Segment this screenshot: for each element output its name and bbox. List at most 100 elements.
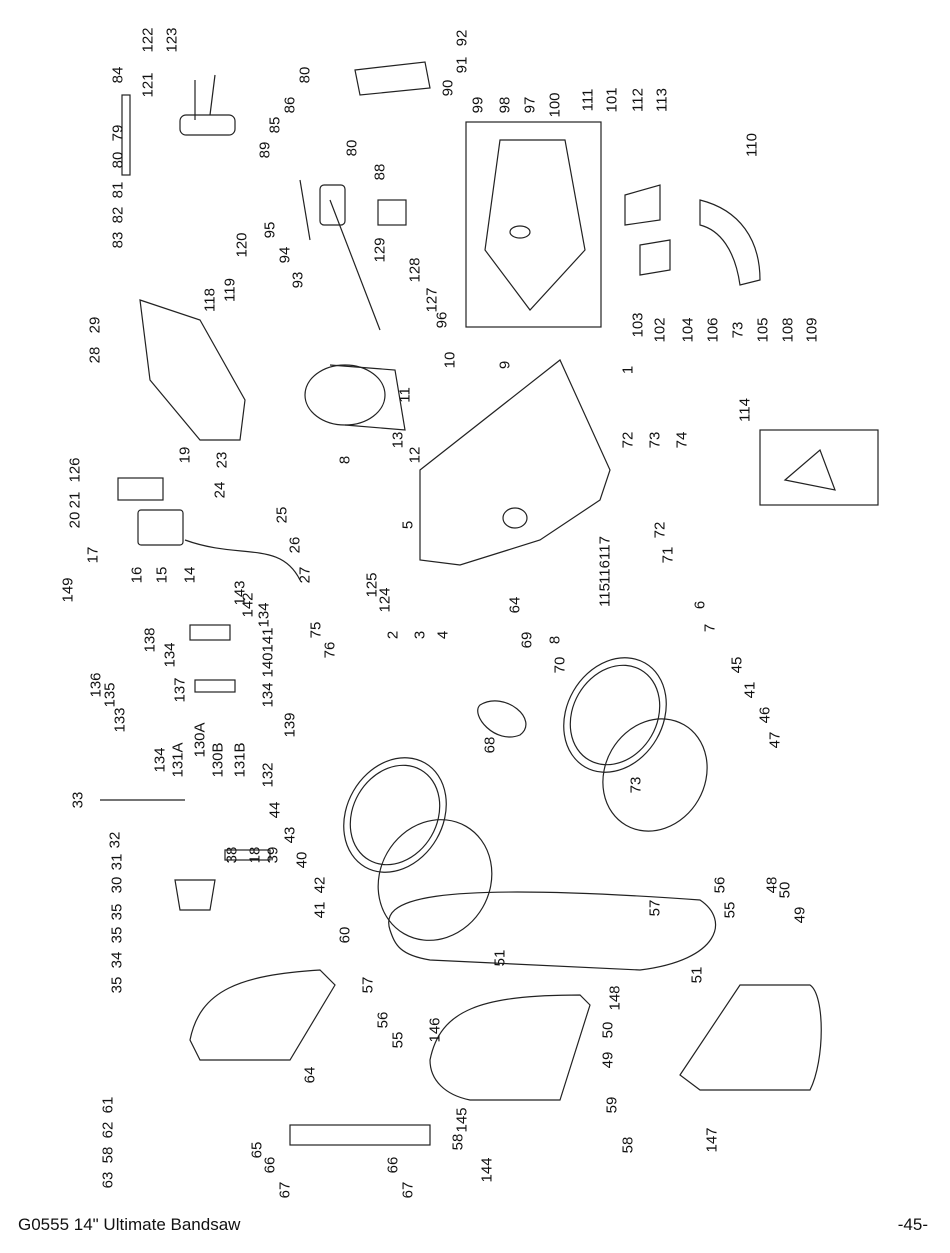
part-callout-6: 6 — [691, 600, 709, 610]
part-callout-50: 50 — [599, 1021, 617, 1039]
part-callout-118: 118 — [201, 288, 219, 312]
part-callout-111: 111 — [579, 88, 597, 112]
part-callout-66: 66 — [261, 1156, 279, 1174]
part-callout-35: 35 — [108, 976, 126, 994]
part-callout-51: 51 — [688, 966, 706, 984]
part-callout-123: 123 — [163, 27, 181, 53]
part-callout-44: 44 — [266, 801, 284, 819]
part-callout-18: 18 — [246, 846, 264, 864]
upper-guide-assembly — [121, 74, 407, 331]
part-callout-66: 66 — [384, 1156, 402, 1174]
part-callout-83: 83 — [109, 231, 127, 249]
part-callout-41: 41 — [741, 681, 759, 699]
part-callout-99: 99 — [469, 96, 487, 114]
part-callout-135: 135 — [101, 682, 119, 708]
part-callout-112: 112 — [629, 88, 647, 112]
part-callout-80: 80 — [296, 66, 314, 84]
part-callout-114: 114 — [736, 398, 754, 422]
part-callout-115: 115 — [596, 583, 614, 607]
part-callout-120: 120 — [233, 232, 251, 258]
part-callout-51: 51 — [491, 949, 509, 967]
part-callout-46: 46 — [756, 706, 774, 724]
part-callout-146: 146 — [426, 1017, 444, 1043]
part-callout-14: 14 — [181, 566, 199, 584]
part-callout-50: 50 — [776, 881, 794, 899]
part-callout-29: 29 — [86, 316, 104, 334]
part-callout-131B: 131B — [231, 742, 249, 778]
part-callout-134: 134 — [259, 682, 277, 708]
part-callout-110: 110 — [743, 133, 761, 157]
part-callout-68: 68 — [481, 736, 499, 754]
blade-guard-90 — [354, 61, 431, 96]
part-callout-141: 141 — [259, 627, 277, 653]
part-callout-137: 137 — [171, 677, 189, 703]
wheels — [343, 657, 708, 941]
part-callout-39: 39 — [264, 846, 282, 864]
part-callout-58: 58 — [99, 1146, 117, 1164]
part-callout-149: 149 — [59, 577, 77, 603]
part-callout-35: 35 — [108, 926, 126, 944]
part-callout-55: 55 — [389, 1031, 407, 1049]
part-callout-142: 142 — [239, 592, 257, 618]
page-number: -45- — [897, 1215, 928, 1234]
part-callout-55: 55 — [721, 901, 739, 919]
part-callout-140: 140 — [259, 652, 277, 678]
part-callout-91: 91 — [453, 56, 471, 74]
part-callout-128: 128 — [406, 257, 424, 283]
part-callout-130B: 130B — [209, 742, 227, 778]
part-callout-131A: 131A — [169, 742, 187, 778]
part-callout-45: 45 — [728, 656, 746, 674]
exploded-parts-diagram — [100, 61, 879, 1146]
part-callout-105: 105 — [754, 317, 772, 343]
part-callout-60: 60 — [336, 926, 354, 944]
part-callout-28: 28 — [86, 346, 104, 364]
part-callout-35: 35 — [108, 903, 126, 921]
part-callout-12: 12 — [406, 446, 424, 464]
part-callout-64: 64 — [506, 596, 524, 614]
part-callout-42: 42 — [311, 876, 329, 894]
part-callout-33: 33 — [69, 791, 87, 809]
switch-box — [117, 477, 301, 581]
part-callout-63: 63 — [99, 1171, 117, 1189]
part-callout-97: 97 — [521, 96, 539, 114]
part-callout-62: 62 — [99, 1121, 117, 1139]
part-callout-59: 59 — [603, 1096, 621, 1114]
table-assembly-box — [465, 121, 602, 328]
part-callout-96: 96 — [433, 311, 451, 329]
part-callout-126: 126 — [66, 457, 84, 483]
part-callout-133: 133 — [111, 707, 129, 733]
part-callout-73: 73 — [646, 431, 664, 449]
part-callout-86: 86 — [281, 96, 299, 114]
part-callout-144: 144 — [478, 1157, 496, 1183]
part-callout-67: 67 — [399, 1181, 417, 1199]
part-callout-138: 138 — [141, 627, 159, 653]
fence-rail — [139, 299, 246, 441]
part-callout-108: 108 — [779, 317, 797, 343]
tension-parts — [100, 624, 271, 911]
part-callout-85: 85 — [266, 116, 284, 134]
part-callout-13: 13 — [389, 431, 407, 449]
part-callout-24: 24 — [211, 481, 229, 499]
part-callout-147: 147 — [703, 1127, 721, 1153]
part-callout-117: 117 — [596, 536, 614, 560]
motor — [304, 364, 406, 431]
part-callout-3: 3 — [411, 630, 429, 640]
part-callout-4: 4 — [434, 630, 452, 640]
part-callout-49: 49 — [599, 1051, 617, 1069]
part-callout-130A: 130A — [191, 722, 209, 758]
part-callout-57: 57 — [359, 976, 377, 994]
part-callout-106: 106 — [704, 317, 722, 343]
bandsaw-blade — [388, 891, 717, 971]
part-callout-88: 88 — [371, 163, 389, 181]
part-callout-101: 101 — [603, 87, 621, 113]
wheel-covers — [189, 969, 822, 1146]
part-callout-30: 30 — [108, 876, 126, 894]
inset-box-114 — [759, 429, 879, 506]
part-callout-15: 15 — [153, 566, 171, 584]
part-callout-76: 76 — [321, 641, 339, 659]
part-callout-47: 47 — [766, 731, 784, 749]
part-callout-84: 84 — [109, 66, 127, 84]
part-callout-67: 67 — [276, 1181, 294, 1199]
part-callout-64: 64 — [301, 1066, 319, 1084]
part-callout-38: 38 — [223, 846, 241, 864]
